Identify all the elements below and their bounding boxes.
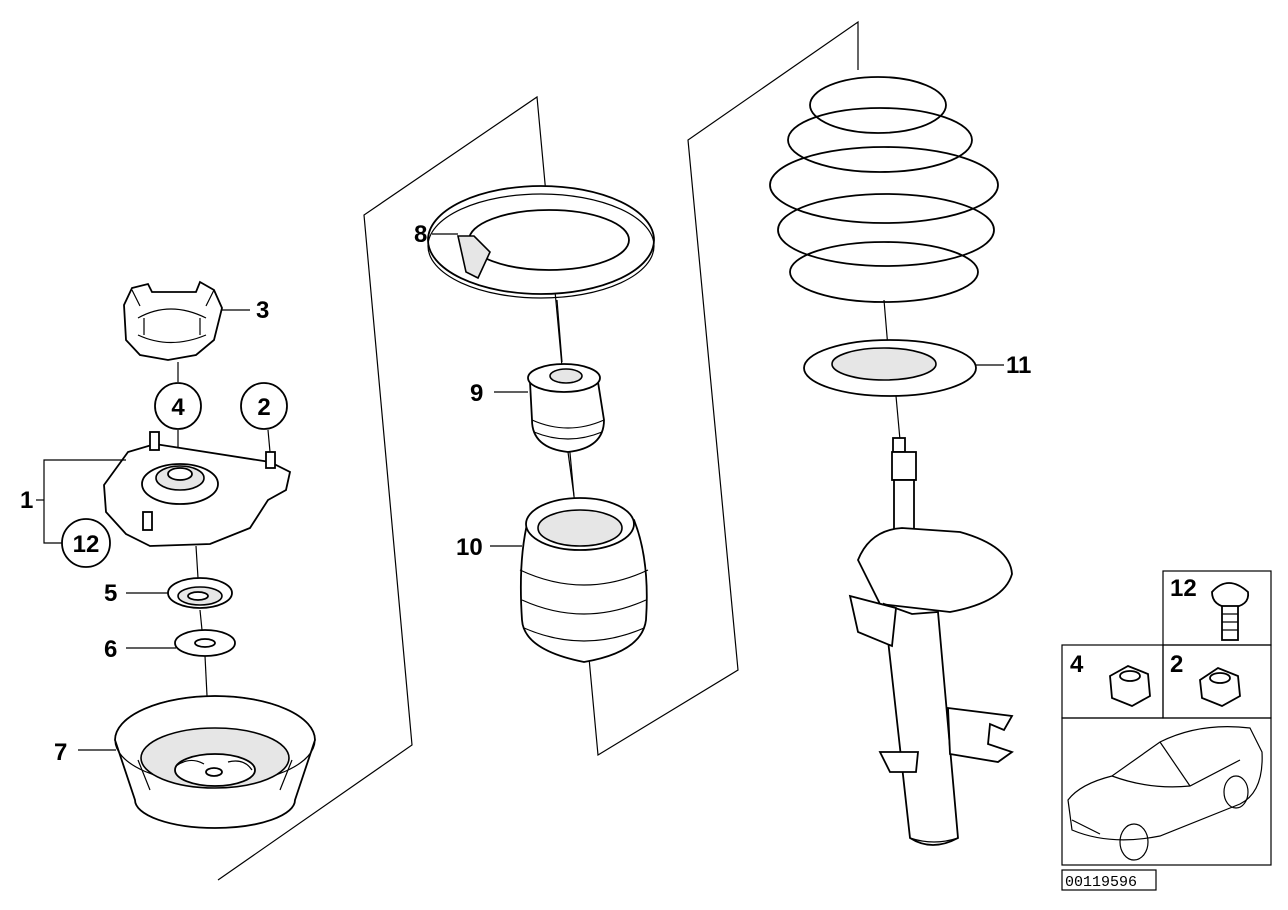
inset-nut-a: 4 [1070, 651, 1151, 707]
circled-label-12: 12 [61, 518, 111, 568]
document-number: 00119596 [1061, 869, 1157, 891]
label-6: 6 [104, 636, 117, 663]
part-support-bearing [103, 431, 292, 547]
part-washer [174, 629, 236, 657]
part-protective-cap [123, 280, 223, 361]
part-washer-cup [167, 577, 233, 609]
axis-washer [199, 609, 203, 631]
axis-ring [556, 299, 563, 363]
svg-text:12: 12 [73, 531, 100, 558]
part-dust-boot [519, 497, 649, 663]
label-10: 10 [456, 534, 483, 561]
label-11: 11 [1006, 352, 1031, 379]
label-3: 3 [256, 297, 269, 324]
svg-text:12: 12 [1170, 575, 1197, 602]
inset-nut-b: 2 [1170, 651, 1241, 707]
inset-hardware: 12 4 2 [1061, 570, 1272, 866]
axis-strut [895, 395, 901, 441]
circled-label-2: 2 [240, 382, 288, 430]
part-bump-stop [527, 363, 605, 453]
svg-text:2: 2 [257, 394, 270, 421]
inset-bolt: 12 [1170, 575, 1250, 641]
axis-bumpstop [567, 451, 575, 497]
axis-mount [195, 545, 199, 579]
bracket-1 [43, 459, 126, 544]
inset-car-silhouette [1067, 726, 1263, 861]
label-7: 7 [54, 739, 67, 766]
circled-label-4: 4 [154, 382, 202, 430]
svg-text:4: 4 [1070, 651, 1084, 678]
part-spring-pad-upper [803, 339, 977, 397]
part-spring-seat-ring [427, 185, 655, 299]
label-9: 9 [470, 380, 483, 407]
exploded-view-frame [217, 20, 859, 881]
part-coil-spring [769, 76, 999, 303]
svg-text:4: 4 [171, 394, 185, 421]
svg-text:2: 2 [1170, 651, 1183, 678]
label-8: 8 [414, 221, 427, 248]
svg-text:00119596: 00119596 [1065, 874, 1137, 891]
part-shock-absorber [848, 437, 1014, 846]
label-5: 5 [104, 580, 117, 607]
leader-2 [267, 429, 271, 453]
label-1: 1 [20, 487, 33, 514]
part-spring-pad [114, 695, 316, 829]
